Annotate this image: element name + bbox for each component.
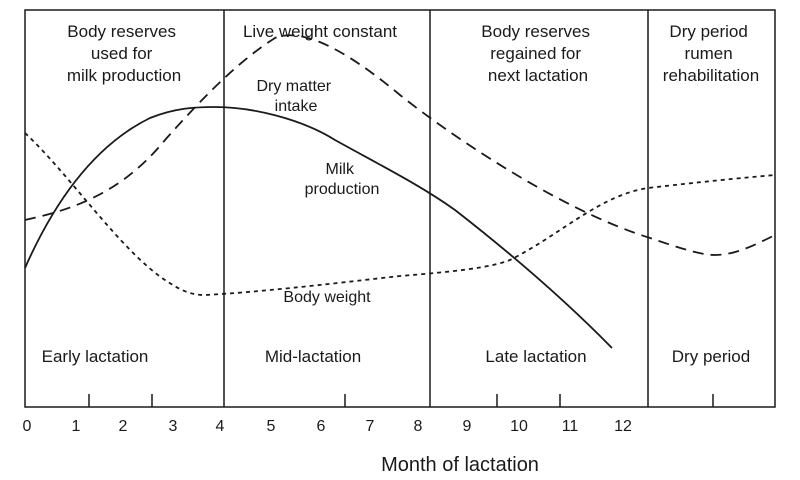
x-tick-label: 0 [23,418,32,435]
x-tick-label: 3 [169,418,178,435]
x-tick-label: 10 [510,418,528,435]
phase-header-line: next lactation [488,66,588,85]
stage-label-dry: Dry period [672,347,750,366]
x-tick-label: 12 [614,418,632,435]
phase-header-line: milk production [67,66,181,85]
curve-label-line: production [305,181,380,198]
curve-label-line: Milk [326,161,355,178]
phase-header-line: Live weight constant [243,22,397,41]
phase-header-late: Body reserves regained for next lactatio… [481,22,594,85]
phase-header-line: rumen [685,44,733,63]
x-tick-label: 6 [317,418,326,435]
milk-production-label: Milk production [305,161,380,198]
chart-frame [24,9,776,408]
body-weight-label: Body weight [283,289,371,306]
phase-header-dry: Dry period rumen rehabilitation [663,22,759,85]
curve-label-line: Dry matter [256,78,331,95]
phase-header-line: rehabilitation [663,66,759,85]
phase-header-mid: Live weight constant [243,22,397,41]
x-tick-label: 7 [366,418,375,435]
phase-header-line: Body reserves [481,22,590,41]
x-axis-tick-labels: 0 1 2 3 4 5 6 7 8 9 10 11 12 [23,418,632,435]
milk-production-curve [24,106,613,349]
x-tick-label: 9 [463,418,472,435]
stage-label-early: Early lactation [42,347,149,366]
phase-header-line: Body reserves [67,22,176,41]
body-weight-curve [24,132,776,296]
dry-matter-intake-label: Dry matter intake [256,78,335,115]
x-tick-label: 1 [72,418,81,435]
x-tick-label: 11 [562,418,579,435]
curve-label-line: intake [275,98,318,115]
dry-matter-intake-curve [24,34,776,256]
x-tick-label: 2 [119,418,128,435]
phase-header-line: regained for [490,44,581,63]
phase-header-line: Dry period [669,22,747,41]
stage-label-late: Late lactation [485,347,586,366]
x-tick-label: 4 [216,418,225,435]
phase-header-line: used for [91,44,153,63]
x-tick-label: 5 [267,418,276,435]
x-axis-ticks [88,394,714,407]
x-axis-label: Month of lactation [381,454,539,476]
x-tick-label: 8 [414,418,423,435]
phase-header-early: Body reserves used for milk production [67,22,181,85]
stage-label-mid: Mid-lactation [265,347,361,366]
